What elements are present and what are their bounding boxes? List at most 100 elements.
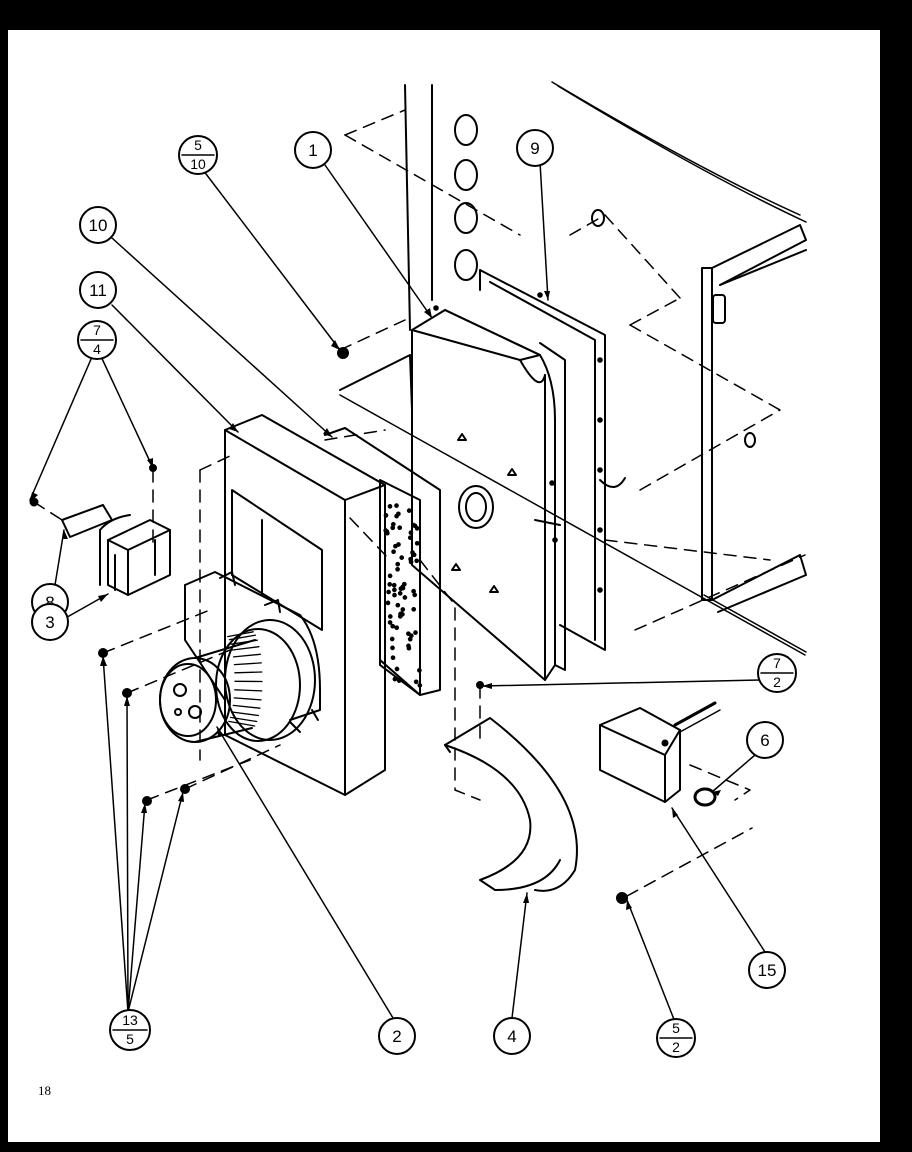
part-8-plate [61,504,113,538]
blower-fin [231,711,260,717]
callout-11: 11 [79,271,117,309]
svg-text:1: 1 [308,141,317,160]
callout-2: 2 [378,1017,416,1055]
perforation-hole [387,614,393,619]
page-number: 18 [38,1083,51,1098]
callout-5-over-2: 5 2 [656,1018,696,1058]
perforation-hole [394,625,400,631]
svg-text:15: 15 [758,961,777,980]
blower-fin [234,689,263,692]
perforation-hole [406,643,411,649]
perforation-hole [413,630,418,635]
perforation-hole [390,623,396,629]
part-15-control-box [599,701,721,803]
part-2-blower-motor [159,571,321,743]
perforation-hole [389,636,395,642]
part-10-perforated-plate [324,427,441,696]
cabinet-housing [339,81,807,656]
perforation-hole [390,521,396,527]
part-3-transformer [99,514,171,596]
perforation-hole [387,504,393,509]
svg-text:2: 2 [672,1039,680,1055]
perforation-hole [414,540,420,546]
svg-text:10: 10 [89,216,108,235]
perforation-hole [396,678,402,683]
arrow-heads [30,291,721,910]
perforation-hole [394,503,399,508]
blower-fin [228,720,256,727]
svg-text:7: 7 [773,655,781,671]
blower-fin [230,639,258,645]
perforation-hole [390,645,395,651]
blower-fin [232,704,261,709]
callout-3: 3 [31,603,69,641]
perforation-hole [410,550,415,555]
svg-text:13: 13 [122,1012,138,1028]
svg-text:8: 8 [45,593,54,612]
perforation-hole [407,636,413,642]
part-1-cover [411,305,566,681]
perforation-hole [411,588,416,594]
perforation-hole [395,602,401,608]
perforation-hole [392,592,397,598]
perforation-hole [413,679,419,685]
callout-10: 10 [79,206,117,244]
perforation-hole [406,508,412,513]
svg-text:3: 3 [45,613,54,632]
perforation-hole [392,676,398,682]
svg-text:5: 5 [194,137,202,153]
perforation-hole [417,683,423,688]
perforation-hole [386,589,391,595]
perforation-hole [397,591,403,596]
callout-5-over-10: 5 10 [178,135,218,175]
callout-6: 6 [746,721,784,759]
perforation-hole [385,600,391,606]
svg-text:5: 5 [126,1031,134,1047]
perforation-hole [394,513,399,519]
svg-text:7: 7 [93,322,101,338]
perforation-hole [408,633,414,639]
blower-fin [231,646,260,651]
svg-text:9: 9 [530,139,539,158]
perforation-hole [398,586,404,592]
perforation-hole [391,549,396,555]
perforation-hole [392,587,397,593]
perforation-hole [387,573,393,579]
blower-fin [227,631,254,638]
svg-text:5: 5 [672,1020,680,1036]
svg-text:11: 11 [89,281,107,300]
perforation-hole [399,555,405,560]
perforation-hole [407,535,413,541]
perforation-hole [414,558,420,564]
perforation-hole [408,556,413,562]
perforation-hole [414,526,420,531]
perforation-hole [395,566,400,572]
part-9-gasket [479,269,606,651]
perforation-hole [390,525,396,531]
blower-fin [229,716,258,723]
perforation-hole [406,631,411,637]
svg-text:6: 6 [760,731,769,750]
perforation-hole [390,655,396,661]
perforation-hole [408,530,414,536]
perforation-hole [412,592,418,598]
svg-text:2: 2 [773,674,781,690]
blower-fin [233,697,262,701]
callout-13-over-5: 13 5 [109,1009,151,1051]
callout-9: 9 [516,129,554,167]
perforation-hole [394,666,400,672]
callout-15: 15 [748,951,786,989]
perforation-hole [397,525,403,531]
callout-1: 1 [294,131,332,169]
perforation-hole [393,543,398,549]
svg-text:4: 4 [93,341,101,357]
blower-fin [234,671,263,674]
perforation-hole [387,582,393,587]
part-6-grommet [693,787,717,807]
callout-7-over-2: 7 2 [757,653,797,693]
svg-text:2: 2 [392,1027,401,1046]
blower-fin [228,634,256,641]
assembly-lines [33,429,753,897]
